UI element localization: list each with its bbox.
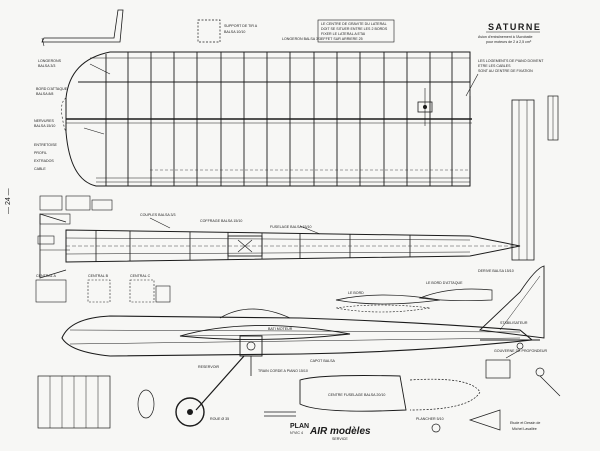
plan-title: SATURNE (488, 22, 541, 32)
title-block: SATURNE Avion d'entraînement à l'Acrobat… (478, 22, 544, 73)
leader-lines (83, 63, 521, 359)
cg-note: LE CENTRE DE GRAVITE DU LATERAL DOIT SE … (317, 19, 395, 43)
fuselage-top-label: FUSELAGE BALSA 15/10 (270, 225, 312, 229)
plan-subtitle-1: Avion d'entraînement à l'Acrobatie (478, 35, 532, 39)
note-right-3: SONT AU CENTRE DE FIXATION (478, 69, 533, 73)
part-label-2: CENTRAL C (130, 274, 151, 278)
fuselage-side-label: COFFRAGE BALSA 15/10 (200, 219, 242, 223)
note-right-2: ETRE LES CABLES (478, 64, 511, 68)
left-label-8: EXTRADOS (34, 159, 54, 163)
note-line-2: DOIT SE SITUER ENTRE LES 2 BORDS (321, 27, 388, 31)
tail-label: STABILISATEUR (500, 321, 528, 325)
plan-subtitle-2: pour moteurs de 2 à 2,5 cm³ (486, 40, 532, 44)
left-label-2: BORD D'ATTAQUE (36, 87, 68, 91)
elevator-label: GOUVERNE DE PROFONDEUR (494, 349, 548, 353)
left-label-0: LONGERONS (38, 59, 62, 63)
stamp-sub: SERVICE (332, 437, 348, 441)
cowl-label: CAPOT BALSA (310, 359, 336, 363)
part-label-3: LE BORD (348, 291, 364, 295)
author-line-1: Etude et Dessin de (510, 421, 540, 425)
author-line-2: Michel Lavallée (512, 427, 537, 431)
fin-view: DERIVE BALSA 15/10 (478, 265, 545, 339)
wing-spar-label: LONGERON BALSA 3/3 (282, 37, 321, 41)
support-sub: BALSA 10/10 (224, 30, 245, 34)
stamp-num: N°VIC 4 (290, 431, 303, 435)
parts-row: CENTRAL A CENTRAL B CENTRAL C LE BORD LE… (35, 274, 493, 313)
support-box: SUPPORT DE TIR A BALSA 10/10 (197, 19, 258, 43)
part-label-4: LE BORD D'ATTAQUE (426, 281, 463, 285)
derive-label: DERIVE BALSA 15/10 (478, 269, 514, 273)
plan-stamp: PLAN N°VIC 4 AIR modèles SERVICE (290, 423, 371, 441)
left-label-1: BALSA 3/3 (38, 64, 55, 68)
support-label: SUPPORT DE TIR A (224, 24, 258, 28)
wing-plan (61, 51, 472, 187)
note-line-3: FIXER LE LATERAL A ETAI (321, 32, 365, 36)
left-label-6: ENTRETOISE (34, 143, 58, 147)
page-number: — 24 — (5, 188, 12, 214)
left-label-4: NERVURES (34, 119, 55, 123)
wheel-label: ROUE Ø 35 (210, 417, 229, 421)
part-label-0: CENTRAL A (36, 274, 56, 278)
fuselage-top-view: FUSELAGE BALSA 15/10 COUPLES BALSA 3/3 C… (39, 213, 521, 279)
fuselage-side-view: BATI MOTEUR RESERVOIR ROUE Ø 35 TRAIN CO… (61, 308, 540, 427)
left-label-5: BALSA 15/10 (34, 124, 55, 128)
left-labels: LONGERONS BALSA 3/3 BORD D'ATTAQUE BALSA… (34, 59, 68, 171)
left-label-3: BALSA 8/8 (36, 92, 53, 96)
note-line-4: EFFET SUR ARRIERE 25 (321, 37, 363, 41)
left-label-7: PROFIL (34, 151, 47, 155)
sheet-box (37, 375, 155, 429)
bottom-label-1: CENTRE FUSELAGE BALSA 20/10 (328, 393, 385, 397)
gear-label: TRAIN CORDE A PIANO 15/10 (258, 369, 308, 373)
stamp-brand: AIR modèles (309, 426, 371, 437)
stamp-plan: PLAN (290, 423, 309, 430)
trailing-strips (511, 95, 559, 261)
motor-label: BATI MOTEUR (268, 327, 293, 331)
author-credit: Etude et Dessin de Michel Lavallée (510, 421, 540, 431)
small-parts-left (37, 195, 113, 251)
bottom-label-2: PLANCHER 5/10 (416, 417, 444, 421)
tank-label: RESERVOIR (198, 365, 220, 369)
couple-label: COUPLES BALSA 3/3 (140, 213, 176, 217)
note-line-1: LE CENTRE DE GRAVITE DU LATERAL (321, 22, 387, 26)
dihedral-template (41, 9, 124, 47)
left-label-9: CABLE (34, 167, 46, 171)
note-right-1: LES LOGEMENTS DE PIANO DOIVENT (478, 59, 544, 63)
detail-right: GOUVERNE DE PROFONDEUR (485, 349, 561, 397)
cowl-template: CENTRE FUSELAGE BALSA 20/10 PLANCHER 5/1… (264, 375, 501, 433)
part-label-1: CENTRAL B (88, 274, 109, 278)
